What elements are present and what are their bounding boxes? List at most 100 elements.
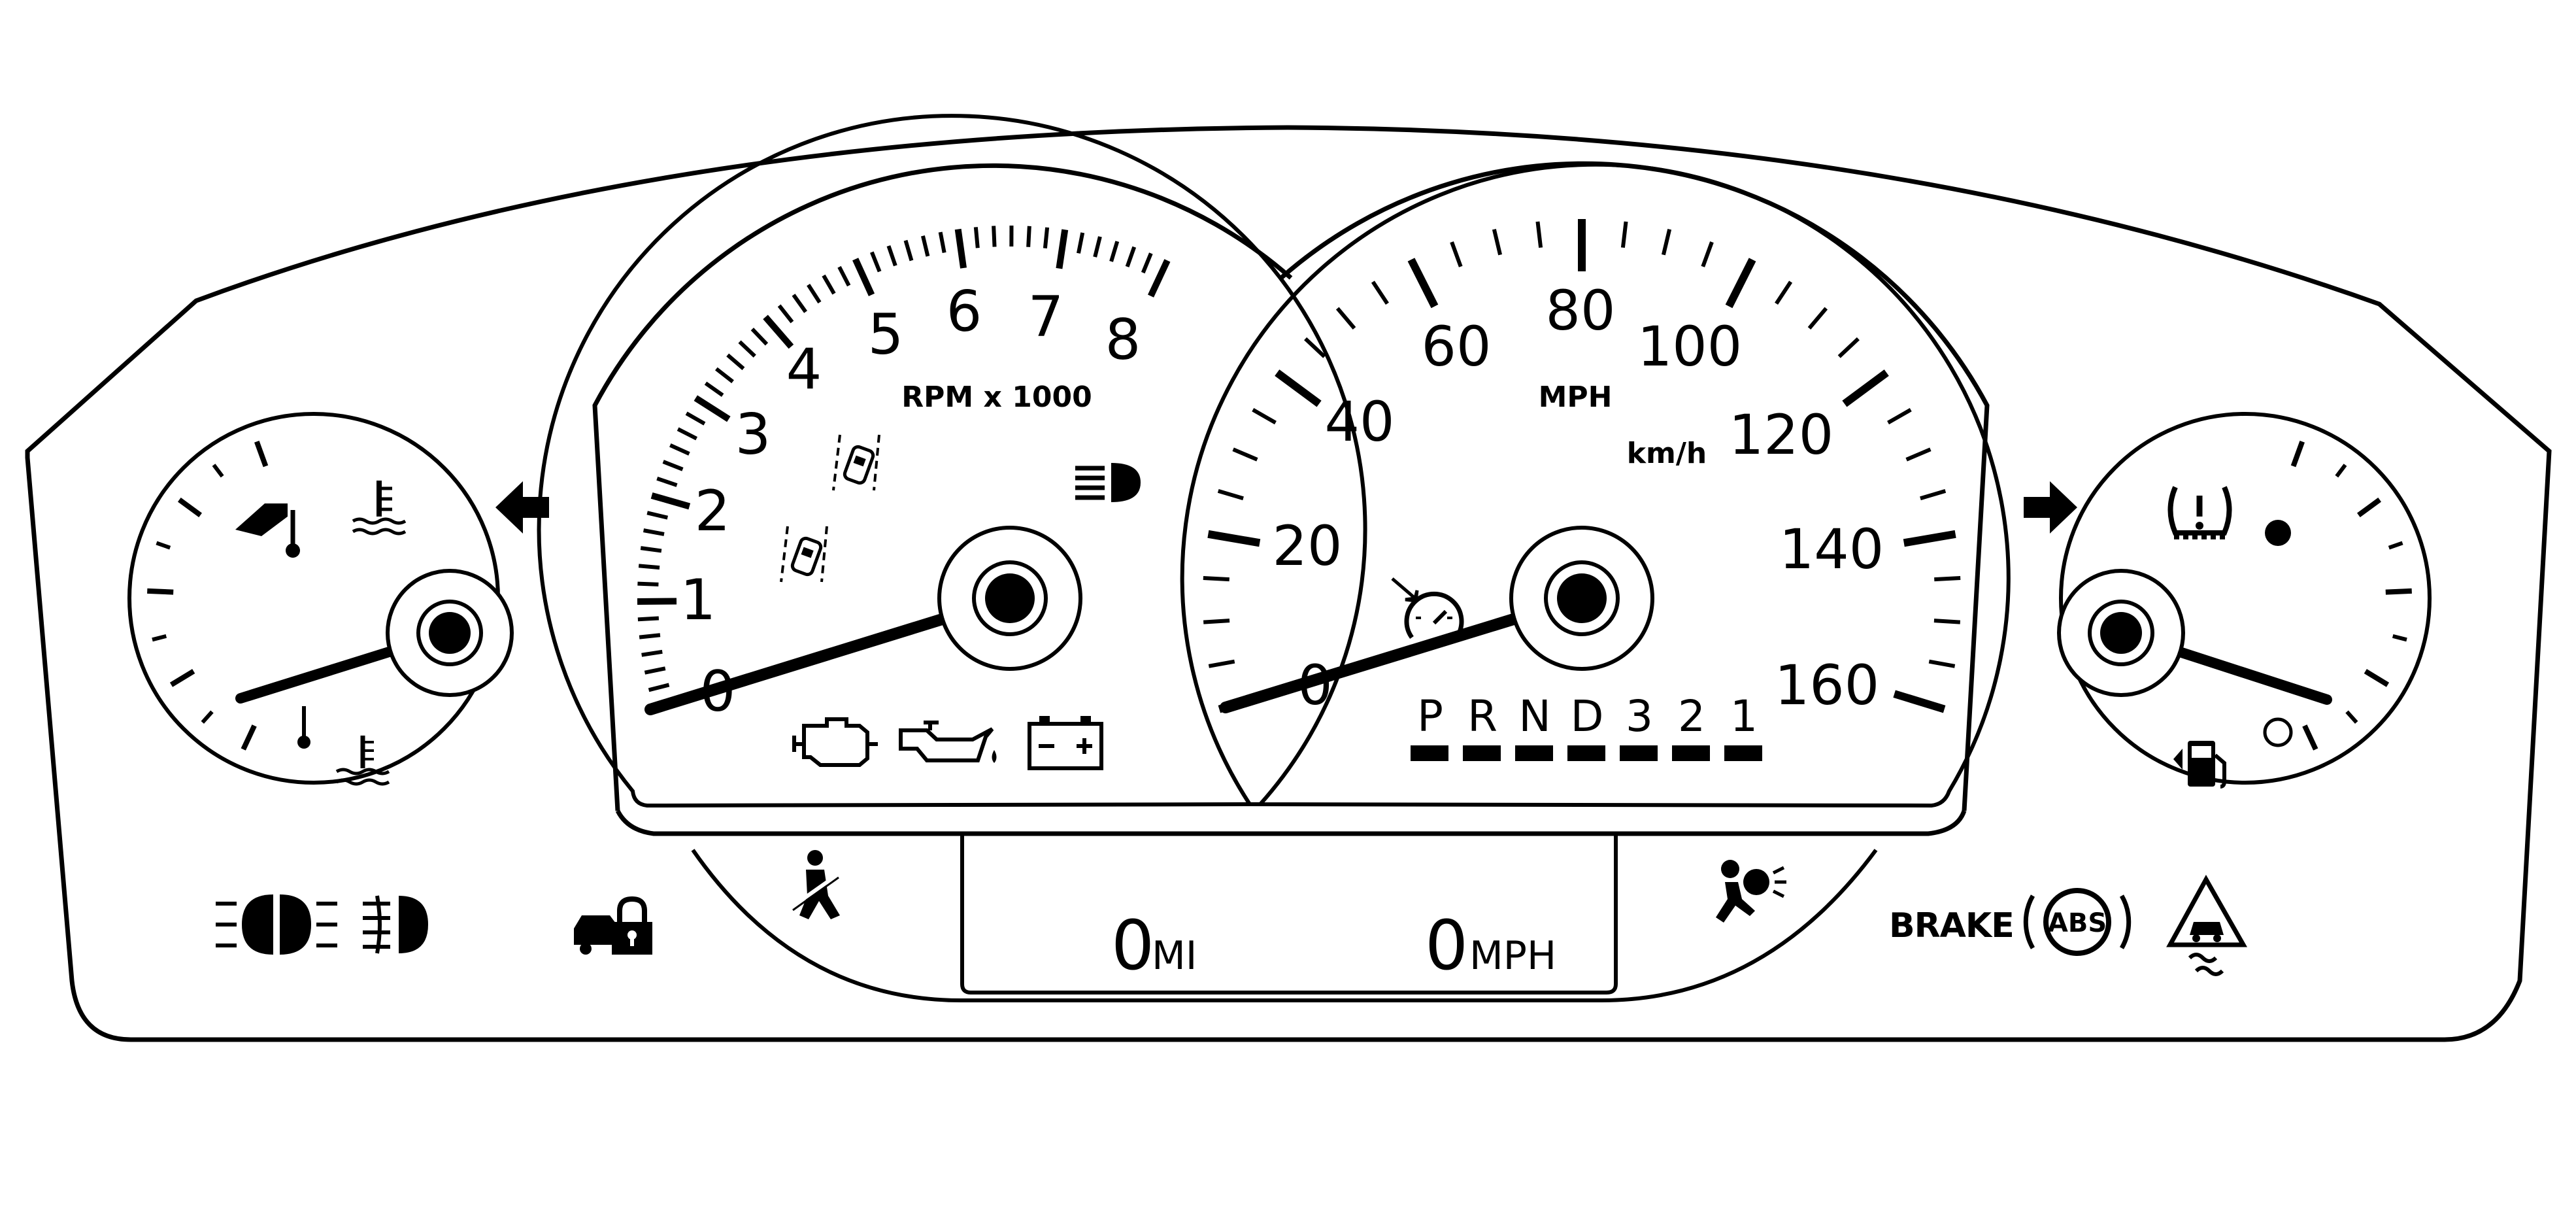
minor-tick	[1535, 221, 1543, 248]
central-bezel-bottom	[615, 809, 1967, 836]
major-tick	[1275, 369, 1322, 407]
minor-tick	[1304, 337, 1326, 358]
coolant-temp-cold-icon	[297, 706, 390, 786]
airbag-icon	[1716, 860, 1786, 923]
tachometer-needle-group	[644, 526, 1082, 715]
odometer-distance-unit: MI	[1152, 933, 1197, 979]
right-gauge-pod	[2059, 412, 2432, 785]
minor-tick	[1141, 252, 1153, 274]
gear-position-label: 1	[1730, 691, 1758, 741]
seatbelt-icon	[790, 850, 840, 919]
minor-tick	[212, 464, 224, 478]
stability-control-icon	[2166, 874, 2248, 976]
minor-tick	[1232, 447, 1258, 462]
gear-position-bar	[1567, 745, 1605, 761]
major-tick	[1148, 259, 1171, 298]
minor-tick	[644, 666, 666, 675]
minor-tick	[648, 683, 670, 692]
abs-warning-icon: ABS	[2023, 888, 2132, 956]
gear-position-bar	[1724, 745, 1762, 761]
major-tick	[637, 598, 677, 605]
odometer-distance-value: 0	[1111, 906, 1154, 985]
minor-tick	[903, 239, 914, 262]
minor-tick	[1026, 226, 1031, 247]
speedometer-hub-cap	[1557, 573, 1607, 623]
major-tick	[1893, 690, 1946, 713]
minor-tick	[869, 251, 882, 273]
gear-position-label: 3	[1626, 691, 1653, 741]
minor-tick	[201, 710, 214, 724]
minor-tick	[1492, 229, 1503, 256]
minor-tick	[1335, 307, 1356, 330]
speedo-unit-label: MPH	[1539, 381, 1613, 414]
minor-tick	[1661, 229, 1672, 256]
speedometer-face	[1180, 162, 2011, 808]
tach-numeral: 6	[946, 279, 982, 345]
minor-tick	[1928, 659, 1956, 668]
minor-tick	[1450, 241, 1463, 267]
minor-tick	[1934, 576, 1961, 582]
minor-tick	[1933, 619, 1961, 624]
tachometer-face	[537, 114, 1367, 808]
minor-tick	[921, 235, 930, 257]
right-hub-cap	[2100, 612, 2142, 654]
minor-tick	[1203, 619, 1230, 624]
minor-tick	[938, 231, 946, 254]
speedo-numeral: 40	[1325, 390, 1395, 454]
tachometer-bezel	[592, 163, 1293, 811]
minor-tick	[2345, 710, 2358, 724]
tach-numeral: 7	[1028, 284, 1064, 350]
check-engine-icon	[792, 717, 878, 767]
fog-light-icon	[363, 895, 428, 954]
minor-tick	[637, 581, 659, 586]
minor-tick	[750, 328, 769, 346]
oil-pressure-icon	[899, 721, 997, 763]
lower-bezel	[691, 849, 1878, 1002]
major-tick	[694, 395, 731, 422]
minor-tick	[641, 649, 663, 657]
minor-tick	[662, 460, 684, 471]
minor-tick	[2392, 634, 2407, 642]
gear-position-bar	[1620, 745, 1658, 761]
fuel-full-icon	[2265, 520, 2291, 546]
major-tick	[169, 669, 195, 687]
minor-tick	[1701, 241, 1714, 267]
major-tick	[254, 441, 269, 468]
gear-position-bar	[1672, 745, 1710, 761]
tachometer-numerals: 0 1 2 3 4 5 6 7 8	[680, 279, 1141, 724]
minor-tick	[152, 634, 167, 642]
left-hub-cap	[429, 612, 471, 654]
minor-tick	[1371, 280, 1389, 305]
tach-unit-label: RPM x 1000	[901, 381, 1092, 414]
major-tick	[1056, 229, 1069, 269]
cluster-housing	[25, 125, 2552, 1042]
major-tick	[763, 314, 794, 349]
speedo-secondary-unit-label: km/h	[1627, 437, 1707, 470]
left-gauge-ticks	[147, 441, 269, 751]
lane-departure-icon	[832, 434, 880, 491]
minor-tick	[1905, 447, 1932, 462]
gear-position-bar	[1515, 745, 1553, 761]
minor-tick	[1077, 232, 1085, 254]
gear-indicator: P R N D 3 2 1	[1411, 691, 1762, 761]
tachometer-hub-cap	[985, 573, 1035, 623]
minor-tick	[777, 304, 794, 324]
minor-tick	[1093, 236, 1102, 258]
speedo-numeral: 140	[1779, 517, 1884, 581]
gear-position-label: R	[1467, 691, 1497, 741]
speedometer-needle-group	[1220, 526, 1654, 713]
speedo-numeral: 20	[1273, 514, 1343, 578]
gear-position-label: 2	[1678, 691, 1705, 741]
major-tick	[1207, 530, 1261, 547]
gear-position-label: P	[1417, 691, 1443, 741]
major-tick	[1903, 530, 1956, 547]
security-lock-icon	[574, 896, 652, 955]
major-tick	[650, 492, 691, 510]
minor-tick	[156, 541, 171, 550]
minor-tick	[704, 381, 724, 397]
tire-pressure-icon	[2167, 486, 2232, 539]
minor-tick	[807, 283, 822, 304]
speedometer-numerals: 0 20 40 60 80 100 120 140 160	[1273, 279, 1884, 717]
minor-tick	[1217, 489, 1244, 501]
